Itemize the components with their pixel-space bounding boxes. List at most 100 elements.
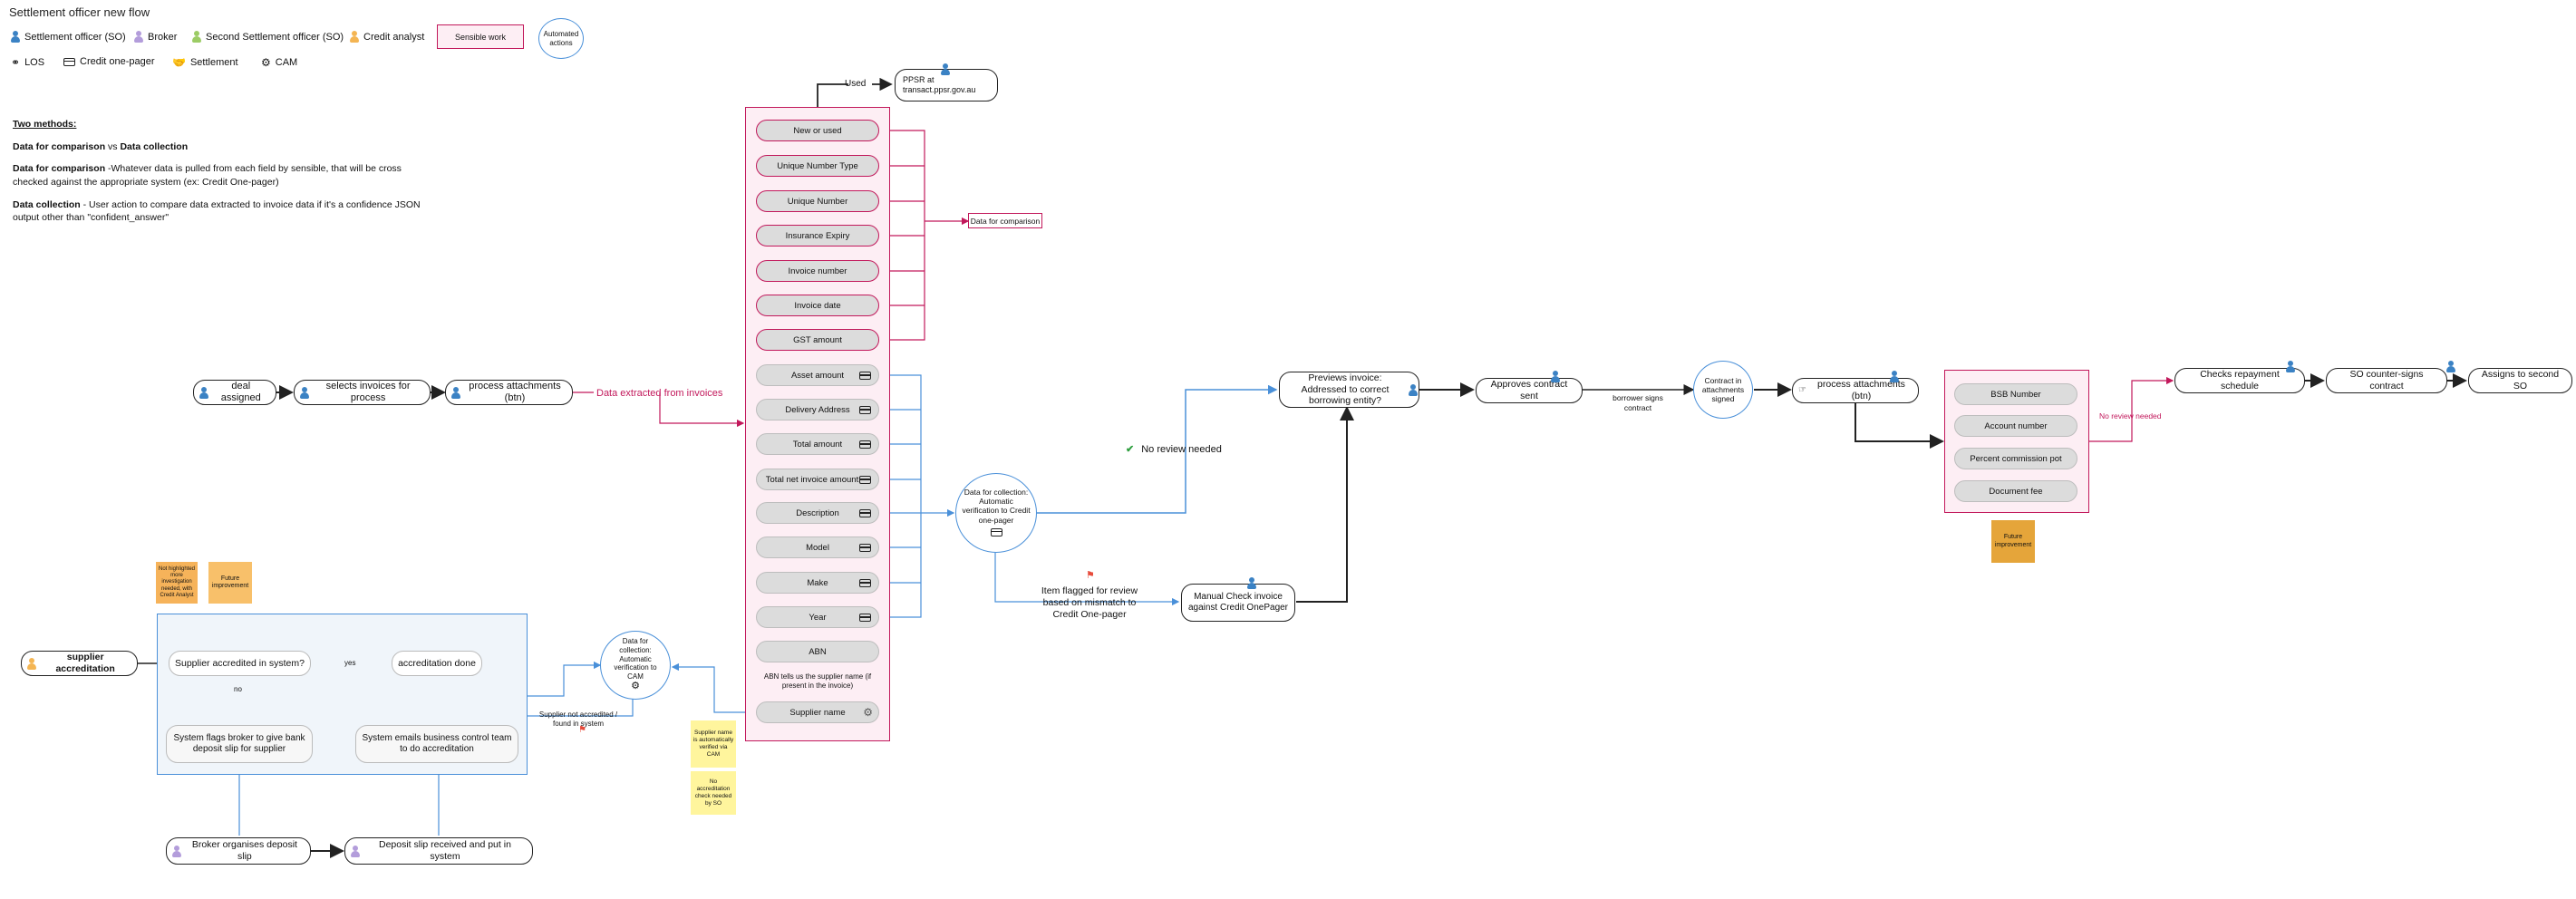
person-icon: [1890, 371, 1900, 382]
field-make[interactable]: Make: [756, 572, 879, 594]
approves-contract-node[interactable]: Approves contract sent: [1476, 378, 1583, 403]
notes-line-2: Data for comparison -Whatever data is pu…: [13, 163, 402, 188]
card-icon: [859, 476, 871, 484]
card-icon: [859, 579, 871, 587]
person-icon: [2285, 361, 2295, 372]
person-icon: [199, 386, 208, 399]
card-icon: [63, 57, 75, 66]
handshake-icon: 🤝: [172, 56, 186, 69]
page-title: Settlement officer new flow: [9, 5, 150, 19]
card-icon: [990, 527, 1002, 536]
field-year[interactable]: Year: [756, 606, 879, 628]
field-supplier-name[interactable]: Supplier name⚙: [756, 701, 879, 723]
deposit-received-node[interactable]: Deposit slip received and put in system: [344, 837, 533, 865]
person-icon: [192, 31, 201, 43]
deal-assigned-node[interactable]: deal assigned: [193, 380, 276, 405]
yes-label: yes: [344, 659, 356, 667]
process-attachments-2-node[interactable]: ☞ process attachments (btn): [1792, 378, 1919, 403]
future-improvement-sticky: Future improvement: [1991, 520, 2035, 563]
accredited-question-node[interactable]: Supplier accredited in system?: [169, 651, 311, 676]
so-countersigns-node[interactable]: SO counter-signs contract: [2326, 368, 2447, 393]
flag-icon: ⚑: [1086, 570, 1095, 581]
person-icon: [300, 386, 310, 399]
cursor-icon: ☞: [1798, 385, 1806, 395]
check-icon: ✔: [1126, 444, 1135, 455]
broker-organises-node[interactable]: Broker organises deposit slip: [166, 837, 311, 865]
notes-line-3: Data collection - User action to compare…: [13, 198, 421, 224]
assigns-second-so-node[interactable]: Assigns to second SO: [2468, 368, 2572, 393]
notes-line-1: Data for comparison vs Data collection: [13, 140, 189, 152]
system-flags-broker-node[interactable]: System flags broker to give bank deposit…: [166, 725, 313, 763]
person-icon: [351, 845, 360, 857]
abn-note: ABN tells us the supplier name (if prese…: [763, 672, 872, 690]
contract-signed-circle: Contract in attachments signed: [1693, 361, 1753, 419]
person-icon: [172, 845, 181, 857]
field-asset-amount[interactable]: Asset amount: [756, 364, 879, 386]
person-icon: [1408, 383, 1419, 396]
card-icon: [859, 440, 871, 449]
legend-system-credit-one-pager: Credit one-pager: [63, 56, 155, 67]
legend-role-so: Settlement officer (SO): [11, 31, 126, 43]
card-icon: [859, 614, 871, 622]
not-accredited-label: Supplier not accredited / found in syste…: [538, 710, 618, 728]
sensible-fields-container: [745, 107, 890, 741]
system-emails-team-node[interactable]: System emails business control team to d…: [355, 725, 518, 763]
card-icon: [859, 544, 871, 552]
field-description[interactable]: Description: [756, 502, 879, 524]
person-icon: [2446, 361, 2456, 372]
field-percent-commission-pot[interactable]: Percent commission pot: [1954, 448, 2077, 469]
manual-check-node[interactable]: Manual Check invoice against Credit OneP…: [1181, 584, 1295, 622]
flag-icon: ⚑: [578, 725, 586, 735]
field-document-fee[interactable]: Document fee: [1954, 480, 2077, 502]
used-label: Used: [845, 79, 867, 89]
field-abn[interactable]: ABN: [756, 641, 879, 662]
field-insurance-expiry[interactable]: Insurance Expiry: [756, 225, 879, 246]
accreditation-done-node[interactable]: accreditation done: [392, 651, 482, 676]
field-new-or-used[interactable]: New or used: [756, 120, 879, 141]
supplier-accreditation-node[interactable]: supplier accreditation: [21, 651, 138, 676]
flagged-label: Item flagged for review based on mismatc…: [1041, 585, 1138, 621]
field-model[interactable]: Model: [756, 536, 879, 558]
data-extracted-label: Data extracted from invoices: [596, 388, 723, 399]
legend-sensible-work: Sensible work: [437, 24, 524, 49]
checks-repayment-node[interactable]: Checks repayment schedule: [2174, 368, 2305, 393]
person-icon: [451, 386, 460, 399]
field-bsb-number[interactable]: BSB Number: [1954, 383, 2077, 405]
methods-notes: Two methods: Data for comparison vs Data…: [13, 118, 430, 234]
data-for-comparison-box: Data for comparison: [968, 213, 1042, 228]
no-review-label: ✔No review needed: [1126, 444, 1222, 455]
field-unique-number-type[interactable]: Unique Number Type: [756, 155, 879, 177]
card-icon: [859, 509, 871, 517]
field-total-net-invoice-amount[interactable]: Total net invoice amount: [756, 469, 879, 490]
field-unique-number[interactable]: Unique Number: [756, 190, 879, 212]
card-icon: [859, 406, 871, 414]
person-icon: [941, 63, 950, 75]
legend-role-broker: Broker: [134, 31, 177, 43]
previews-invoice-node[interactable]: Previews invoice: Addressed to correct b…: [1279, 372, 1419, 408]
not-highlighted-sticky: Not highlighted more investigation neede…: [156, 562, 198, 604]
selects-invoices-node[interactable]: selects invoices for process: [294, 380, 431, 405]
cam-icon: ⚙: [631, 681, 640, 692]
field-gst-amount[interactable]: GST amount: [756, 329, 879, 351]
headset-icon: ⚭: [11, 56, 21, 69]
arrow-flagged: [994, 553, 1180, 606]
no-review-label-2: No review needed: [2099, 411, 2162, 420]
borrower-signs-label: borrower signs contract: [1612, 393, 1663, 412]
field-account-number[interactable]: Account number: [1954, 415, 2077, 437]
person-icon: [11, 31, 20, 43]
future-improvement-sticky-2: Future improvement: [208, 562, 252, 604]
process-attachments-node[interactable]: process attachments (btn): [445, 380, 573, 405]
cam-icon: ⚙: [261, 56, 271, 69]
field-delivery-address[interactable]: Delivery Address: [756, 399, 879, 420]
cam-icon: ⚙: [863, 706, 873, 719]
legend-role-second-so: Second Settlement officer (SO): [192, 31, 344, 43]
person-icon: [27, 657, 37, 670]
field-invoice-number[interactable]: Invoice number: [756, 260, 879, 282]
field-invoice-date[interactable]: Invoice date: [756, 295, 879, 316]
person-icon: [134, 31, 143, 43]
notes-heading: Two methods:: [13, 119, 77, 130]
field-total-amount[interactable]: Total amount: [756, 433, 879, 455]
legend-system-los: ⚭ LOS: [11, 56, 45, 69]
arrow-no-review: [1037, 384, 1278, 514]
cam-verification-circle: Data for collection: Automatic verificat…: [600, 631, 671, 700]
